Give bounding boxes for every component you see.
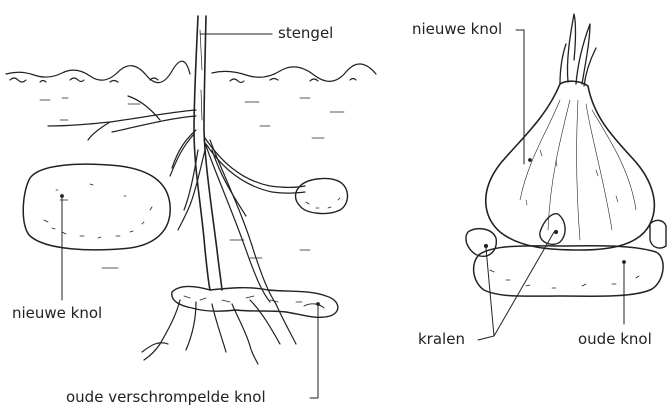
- corm-sprouts: [560, 14, 596, 86]
- left-new-tuber: [23, 164, 170, 250]
- label-stengel: stengel: [278, 24, 333, 42]
- label-oude-knol: oude knol: [578, 330, 652, 348]
- roots: [48, 96, 305, 364]
- leader-lines-right: [478, 30, 624, 340]
- leader-kralen-1: [478, 248, 494, 340]
- left-drawing: [6, 16, 376, 398]
- label-oude-verschrompelde-knol: oude verschrompelde knol: [66, 388, 266, 406]
- label-kralen: kralen: [418, 330, 465, 348]
- label-nieuwe-knol-left: nieuwe knol: [12, 304, 102, 322]
- old-corm: [474, 246, 664, 296]
- leader-oude-verschrompelde-knol: [310, 306, 318, 398]
- label-nieuwe-knol-right: nieuwe knol: [412, 20, 502, 38]
- new-corm: [486, 81, 655, 250]
- old-shrivelled-tuber: [172, 287, 338, 318]
- right-small-tuber: [296, 179, 348, 214]
- right-drawing: [466, 14, 666, 340]
